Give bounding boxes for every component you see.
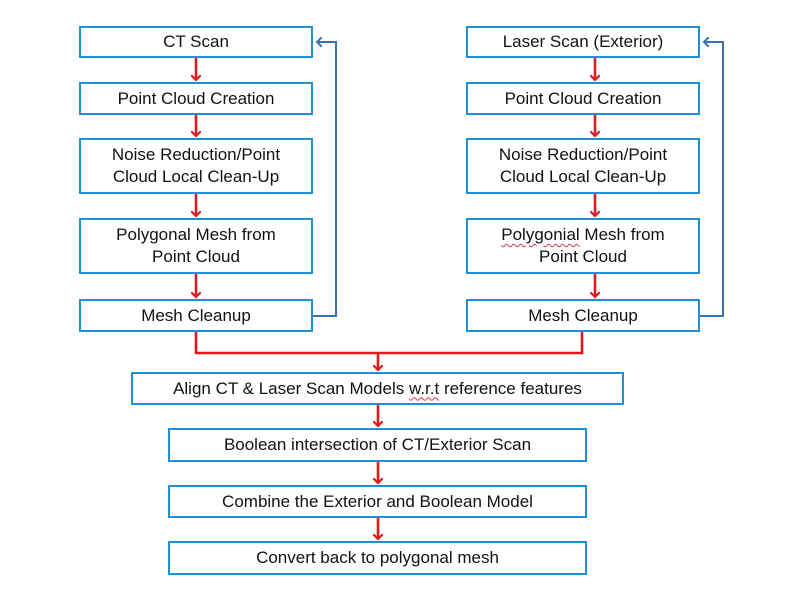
merge-connector [194,332,584,355]
point-cloud-creation-label-right: Point Cloud Creation [504,88,662,108]
boolean-intersection-box: Boolean intersection of CT/Exterior Scan [168,428,587,462]
point-cloud-creation-label-left: Point Cloud Creation [117,88,275,108]
polygonal-mesh-box-left: Polygonal Mesh from Point Cloud [79,218,313,274]
polygonal-mesh-line1-right: Polygonial Mesh from [501,224,664,246]
noise-reduction-box-right: Noise Reduction/Point Cloud Local Clean-… [466,138,700,194]
polygonal-mesh-line2-left: Point Cloud [152,247,240,266]
polygonal-mesh-rest: Mesh from [579,225,665,244]
noise-reduction-line1-right: Noise Reduction/Point [498,145,668,164]
combine-models-box: Combine the Exterior and Boolean Model [168,485,587,518]
mesh-cleanup-box-right: Mesh Cleanup [466,299,700,332]
mesh-cleanup-box-left: Mesh Cleanup [79,299,313,332]
mesh-cleanup-label-left: Mesh Cleanup [141,305,251,325]
noise-reduction-line1-left: Noise Reduction/Point [111,145,281,164]
loop-arrow-right [700,42,724,317]
noise-reduction-line2-right: Cloud Local Clean-Up [499,167,667,186]
boolean-intersection-label: Boolean intersection of CT/Exterior Scan [223,435,532,454]
noise-reduction-box-left: Noise Reduction/Point Cloud Local Clean-… [79,138,313,194]
noise-reduction-line2-left: Cloud Local Clean-Up [112,167,280,186]
polygonal-mesh-line1-left: Polygonal Mesh from [116,225,276,244]
convert-mesh-box: Convert back to polygonal mesh [168,541,587,575]
ct-scan-box: CT Scan [79,26,313,58]
ct-scan-label: CT Scan [163,32,229,51]
convert-mesh-label: Convert back to polygonal mesh [256,548,499,567]
laser-scan-label: Laser Scan (Exterior) [502,32,664,51]
mesh-cleanup-label-right: Mesh Cleanup [528,305,638,325]
point-cloud-creation-box-right: Point Cloud Creation [466,82,700,115]
align-models-box: Align CT & Laser Scan Models w.r.t refer… [131,372,624,405]
polygonial-misspelled-word: Polygonial [501,225,580,244]
align-wrt: w.r.t [408,378,440,398]
align-suffix: reference features [439,378,582,398]
laser-scan-box: Laser Scan (Exterior) [466,26,700,58]
align-models-label: Align CT & Laser Scan Models w.r.t refer… [173,378,582,400]
polygonal-mesh-box-right: Polygonial Mesh from Point Cloud [466,218,700,274]
polygonal-mesh-line2-right: Point Cloud [539,247,627,266]
align-prefix: Align CT & Laser Scan Models [173,378,409,398]
point-cloud-creation-box-left: Point Cloud Creation [79,82,313,115]
loop-arrow-left [313,42,337,317]
combine-models-label: Combine the Exterior and Boolean Model [222,491,533,511]
